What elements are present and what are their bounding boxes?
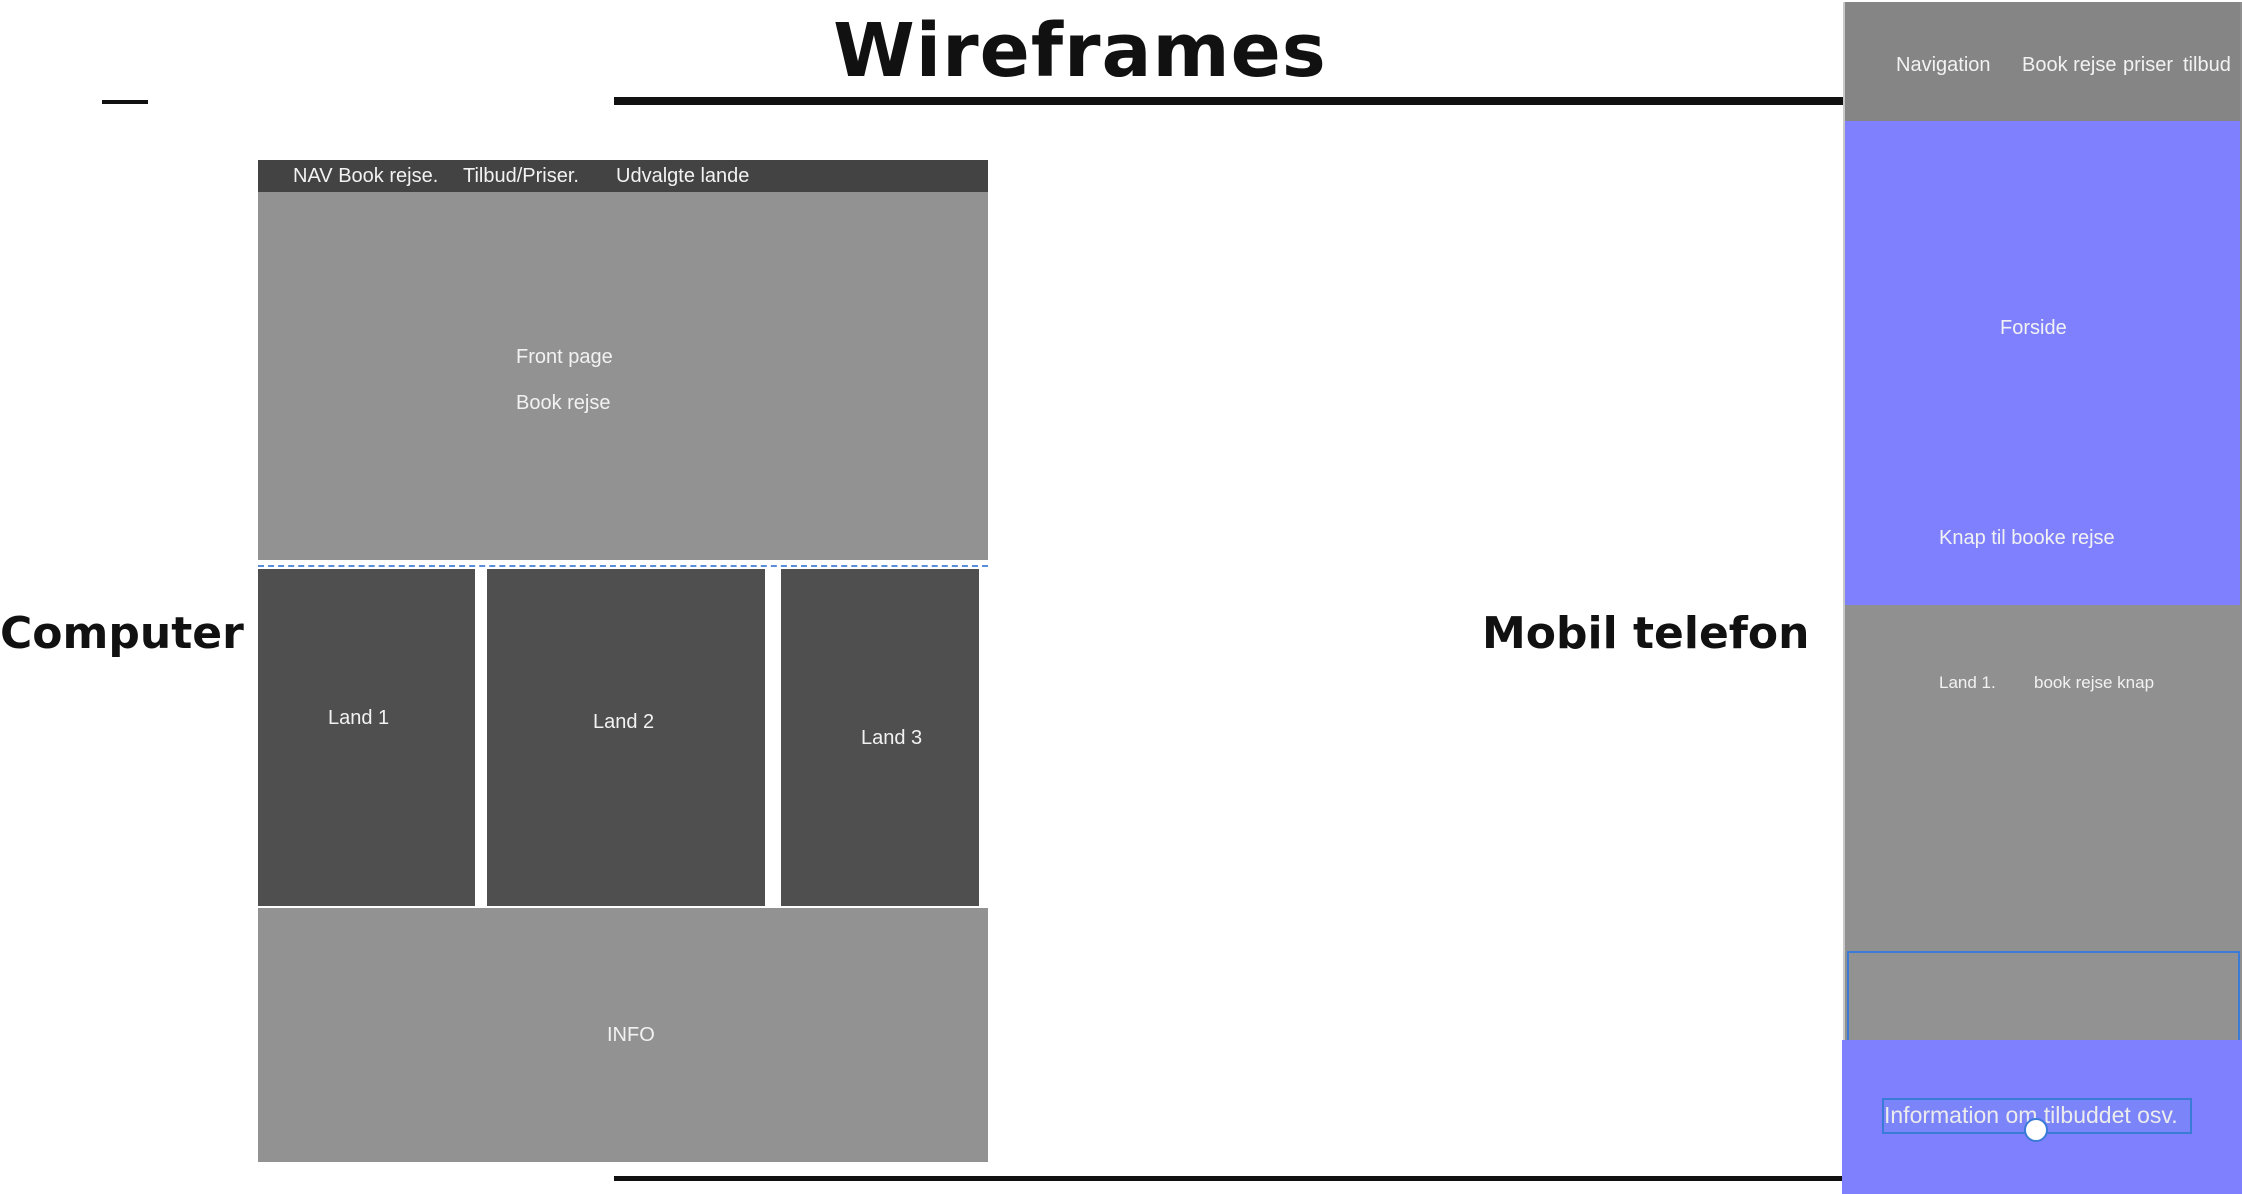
mobile-country-label: Land 1. [1939, 673, 1996, 692]
desktop-info-footer: INFO [258, 908, 988, 1162]
computer-label: Computer [0, 608, 244, 659]
mobile-nav-bar: Navigation Book rejse priser tilbud [1845, 2, 2240, 121]
nav-book-rejse[interactable]: NAV Book rejse. [293, 165, 439, 187]
mobile-country-section: Land 1. book rejse knap [1845, 605, 2242, 953]
country-tile-label: Land 3 [861, 727, 923, 749]
section-guide [258, 565, 988, 567]
country-tile-1[interactable]: Land 1 [258, 569, 475, 906]
mobile-nav-navigation[interactable]: Navigation [1896, 54, 1991, 76]
mobile-nav-book-rejse[interactable]: Book rejse [2022, 54, 2117, 76]
nav-udvalgte-lande[interactable]: Udvalgte lande [616, 165, 750, 187]
mobile-book-button[interactable]: Knap til booke rejse [1939, 527, 2115, 549]
mobile-hero-title: Forside [2000, 317, 2067, 339]
mobile-label: Mobil telefon [1482, 608, 1810, 659]
mobile-selection-frame [1847, 951, 2240, 1043]
hero-book-rejse[interactable]: Book rejse [516, 392, 611, 414]
country-tile-label: Land 1 [328, 707, 390, 729]
mobile-country-book-button[interactable]: book rejse knap [2034, 673, 2155, 692]
nav-tilbud-priser[interactable]: Tilbud/Priser. [463, 165, 579, 187]
hero-front-page: Front page [516, 346, 613, 368]
desktop-hero: Front page Book rejse [258, 192, 988, 560]
info-label: INFO [607, 1024, 655, 1046]
desktop-nav-bar: NAV Book rejse. Tilbud/Priser. Udvalgte … [258, 160, 988, 192]
dash-mark [102, 100, 148, 104]
mobile-wireframe: Navigation Book rejse priser tilbud Fors… [1842, 2, 2242, 1194]
mobile-hero: Forside Knap til booke rejse [1845, 121, 2240, 605]
mobile-nav-priser[interactable]: priser [2123, 54, 2174, 76]
page-title: Wireframes [833, 8, 1327, 94]
title-underline [614, 97, 1844, 105]
desktop-wireframe: NAV Book rejse. Tilbud/Priser. Udvalgte … [258, 160, 988, 1162]
mobile-info-footer: Information om tilbuddet osv. [1842, 1040, 2242, 1194]
mobile-nav-tilbud[interactable]: tilbud [2183, 54, 2231, 76]
bottom-rule [614, 1176, 1844, 1181]
country-tile-3[interactable]: Land 3 [781, 569, 979, 906]
drag-handle-icon[interactable] [2024, 1118, 2048, 1142]
country-tile-label: Land 2 [593, 711, 655, 733]
country-tile-2[interactable]: Land 2 [487, 569, 765, 906]
